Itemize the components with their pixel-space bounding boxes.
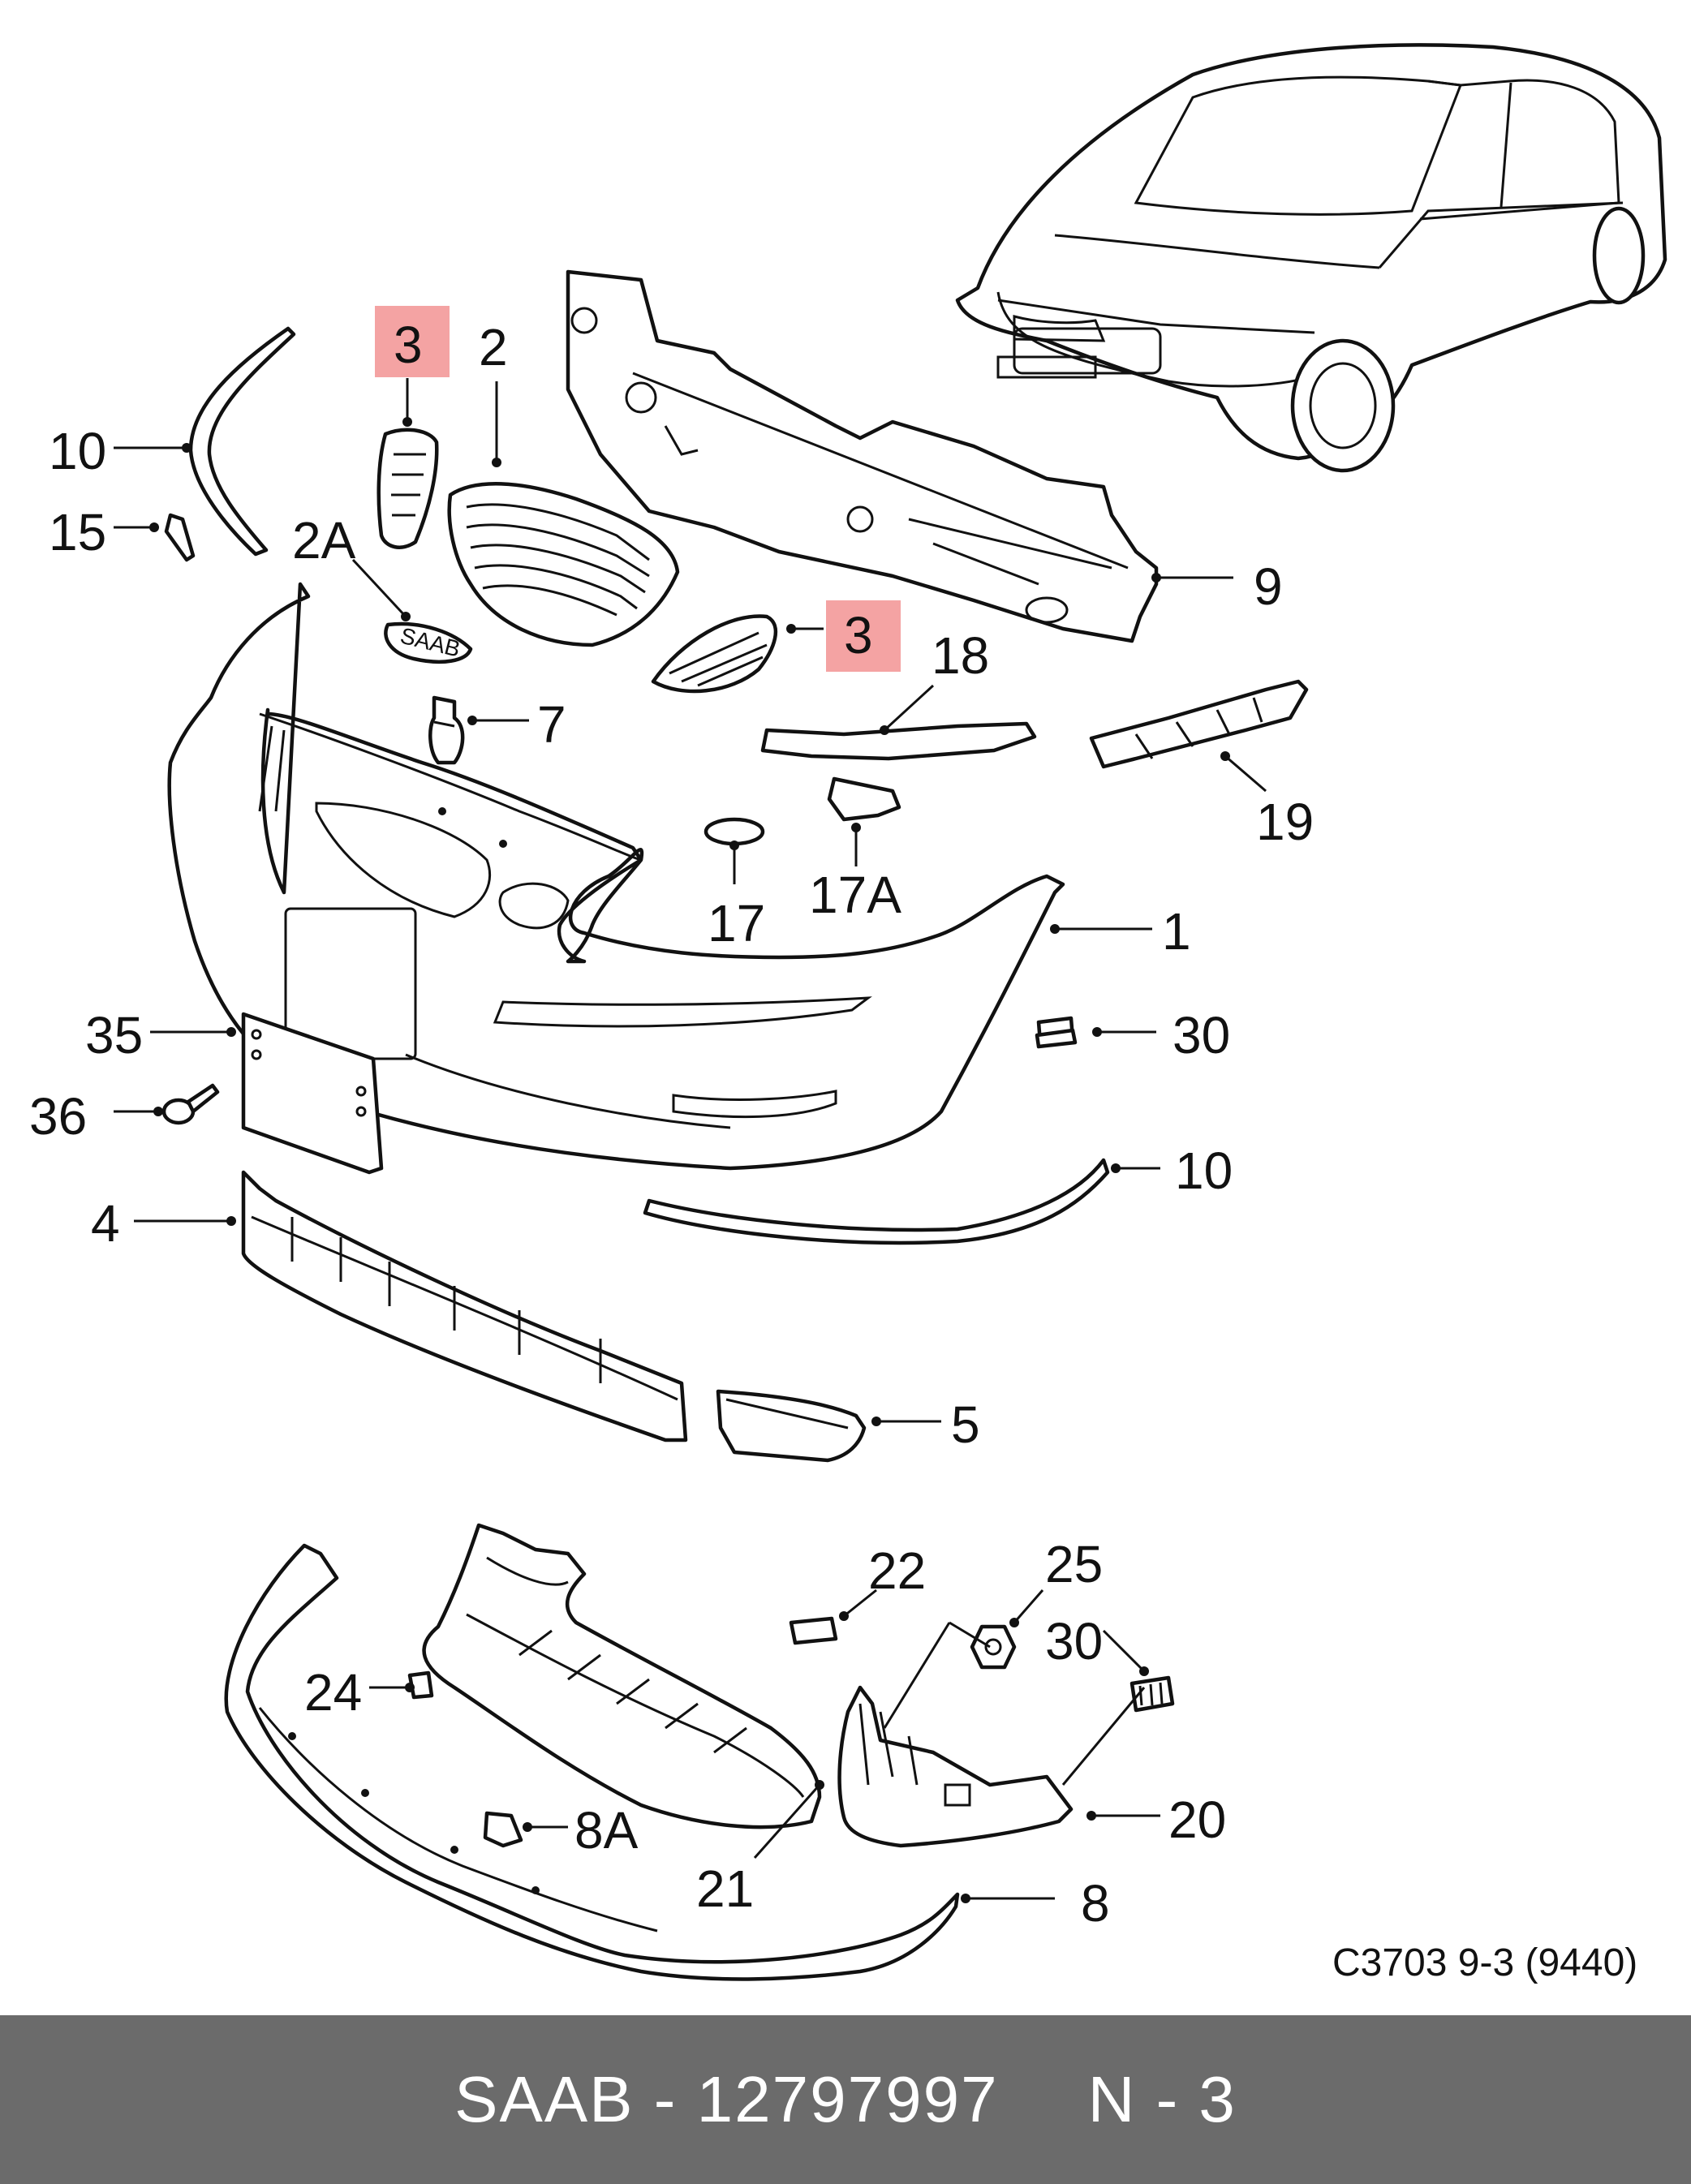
part-4-lower-grille bbox=[241, 1170, 688, 1442]
callout-10-upper: 10 bbox=[49, 422, 106, 480]
part-8-spoiler bbox=[224, 1543, 960, 1981]
callout-20: 20 bbox=[1168, 1791, 1226, 1849]
part-2A-emblem: SAAB bbox=[384, 621, 473, 664]
part-22-clip bbox=[789, 1616, 838, 1645]
part-30-bolt-upper bbox=[1035, 1016, 1078, 1049]
part-10-trim-upper bbox=[188, 326, 296, 557]
parts-diagram: SAAB bbox=[29, 43, 1667, 1984]
part-20-splash-shield bbox=[837, 1685, 1074, 1848]
part-36-screw bbox=[161, 1083, 220, 1125]
footer-position: N - 3 bbox=[1087, 2063, 1237, 2135]
part-5-fog-cover bbox=[716, 1389, 867, 1463]
callout-10-lower: 10 bbox=[1175, 1141, 1233, 1200]
part-21-undertray bbox=[422, 1523, 822, 1829]
callout-5: 5 bbox=[951, 1395, 980, 1454]
callout-24: 24 bbox=[304, 1663, 362, 1722]
callout-22: 22 bbox=[868, 1541, 926, 1600]
callout-1: 1 bbox=[1162, 902, 1191, 961]
part-2-grille bbox=[447, 482, 680, 647]
callout-8: 8 bbox=[1081, 1874, 1110, 1932]
footer-separator: - bbox=[653, 2063, 678, 2135]
vehicle-illustration bbox=[955, 43, 1667, 473]
callout-18: 18 bbox=[932, 626, 989, 685]
callout-labels: 3 2 10 15 2A 9 3 18 7 19 17 17A 1 35 30 … bbox=[29, 316, 1637, 1984]
footer-part-number: 12797997 bbox=[696, 2063, 999, 2135]
part-3-grille-insert-left bbox=[376, 428, 439, 549]
highlight-box-3-lower bbox=[826, 600, 901, 672]
part-25-nut bbox=[970, 1624, 1017, 1670]
callout-3-upper: 3 bbox=[394, 316, 423, 374]
part-18-bracket bbox=[760, 721, 1037, 761]
callout-17: 17 bbox=[708, 894, 765, 952]
callout-35: 35 bbox=[85, 1006, 143, 1064]
callout-2A: 2A bbox=[292, 511, 356, 570]
callout-17A: 17A bbox=[809, 866, 901, 924]
callout-9: 9 bbox=[1254, 557, 1283, 616]
part-8A-bracket bbox=[483, 1811, 523, 1848]
callout-30-upper: 30 bbox=[1173, 1006, 1230, 1064]
callout-15: 15 bbox=[49, 503, 106, 561]
leader-lines bbox=[114, 378, 1267, 1903]
highlight-box-3-upper bbox=[375, 306, 450, 377]
callout-30-lower: 30 bbox=[1045, 1612, 1103, 1670]
callout-36: 36 bbox=[29, 1087, 87, 1146]
part-9-bumper-beam bbox=[566, 269, 1159, 643]
callout-7: 7 bbox=[537, 695, 566, 754]
part-19-bracket bbox=[1089, 679, 1309, 769]
part-7-clip bbox=[428, 695, 465, 765]
part-17A-cover bbox=[827, 776, 901, 822]
footer-brand: SAAB bbox=[454, 2063, 635, 2135]
part-17-cover bbox=[704, 817, 765, 846]
part-30-bolt-lower bbox=[1129, 1675, 1175, 1713]
part-15-clip bbox=[164, 513, 196, 562]
callout-4: 4 bbox=[91, 1194, 120, 1253]
callout-3-lower: 3 bbox=[844, 606, 873, 664]
part-3-grille-insert-right bbox=[651, 614, 778, 694]
footer-bar: SAAB - 12797997 N - 3 bbox=[0, 2015, 1691, 2184]
callout-21: 21 bbox=[696, 1859, 754, 1918]
diagram-caption: C3703 9-3 (9440) bbox=[1332, 1941, 1637, 1984]
callout-8A: 8A bbox=[574, 1801, 639, 1859]
callout-2: 2 bbox=[479, 318, 508, 376]
part-10-trim-lower bbox=[643, 1158, 1110, 1245]
callout-19: 19 bbox=[1256, 793, 1314, 851]
callout-25: 25 bbox=[1045, 1535, 1103, 1593]
part-35-plate-holder bbox=[241, 1012, 384, 1175]
part-1-bumper-cover bbox=[167, 582, 1065, 1171]
